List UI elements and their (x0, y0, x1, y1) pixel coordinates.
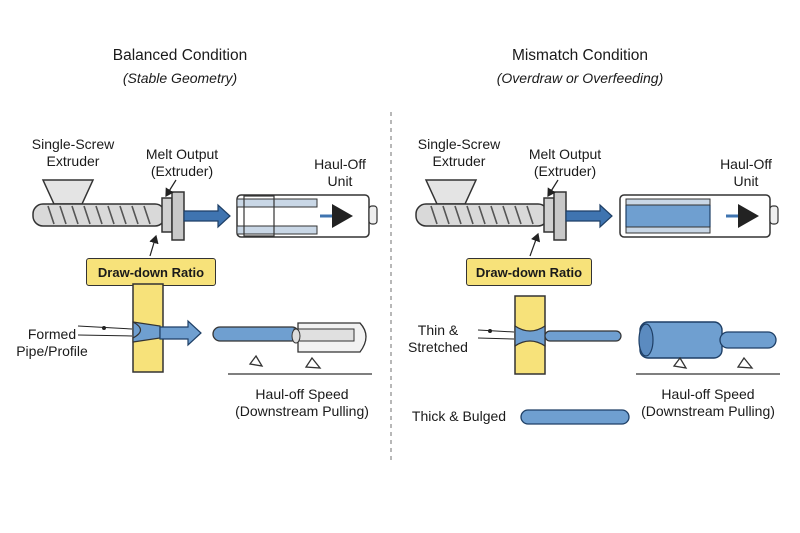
right-bulged-pipe (638, 321, 777, 359)
left-hopper-icon (41, 179, 95, 205)
left-die-plate (161, 197, 173, 233)
mismatch-subtitle: (Overdraw or Overfeeding) (496, 70, 664, 86)
right-draw-down-ratio-box: Draw-down Ratio (466, 258, 592, 286)
right-speed-marker-2-icon (736, 356, 754, 369)
right-extruder (415, 179, 613, 241)
thin-stretched-label: Thin & Stretched (408, 322, 468, 355)
left-screw-icon (47, 205, 151, 225)
right-thin-flow (514, 324, 546, 348)
left-melt-pointer (165, 179, 177, 198)
right-melt-arrow (565, 203, 613, 229)
left-extruder-label: Single-Screw Extruder (31, 136, 115, 169)
right-die-plate (543, 197, 555, 233)
left-formed-arrow (159, 319, 202, 347)
balanced-title: Balanced Condition (112, 47, 248, 64)
right-hopper-icon (424, 179, 478, 205)
left-speed-marker-2-icon (304, 356, 322, 369)
formed-pipe-label: Formed Pipe/Profile (16, 326, 88, 359)
right-extruder-label: Single-Screw Extruder (417, 136, 501, 169)
left-hauloff-label: Haul-Off Unit (314, 156, 366, 189)
right-hauloff-speed-label: Haul-off Speed (Downstream Pulling) (641, 386, 775, 419)
right-hauloff-label: Haul-Off Unit (720, 156, 772, 189)
thick-bulged-label: Thick & Bulged (411, 408, 507, 424)
right-ratio-pointer (529, 232, 541, 257)
left-melt-arrow (183, 203, 231, 229)
right-hauloff-unit (619, 194, 779, 238)
right-screw-icon (430, 205, 534, 225)
left-draw-down-ratio-label: Draw-down Ratio (97, 264, 205, 280)
left-extruder (32, 179, 231, 241)
right-speed-marker-1-icon (672, 356, 688, 369)
right-melt-pointer (547, 179, 559, 198)
left-melt-output-label: Melt Output (Extruder) (145, 146, 219, 179)
right-thin-pipe (544, 330, 622, 342)
right-melt-output-label: Melt Output (Extruder) (528, 146, 602, 179)
right-draw-down-ratio-label: Draw-down Ratio (475, 264, 583, 280)
balanced-subtitle: (Stable Geometry) (122, 70, 238, 86)
left-formed-pipe (212, 322, 367, 353)
thick-bulged-pipe (520, 409, 630, 425)
left-speed-marker-1-icon (248, 354, 264, 367)
left-ratio-pointer (149, 234, 159, 257)
left-hauloff-speed-label: Haul-off Speed (Downstream Pulling) (235, 386, 369, 419)
left-hauloff-unit (236, 194, 378, 238)
left-die-flow (132, 321, 161, 343)
mismatch-title: Mismatch Condition (511, 47, 649, 64)
